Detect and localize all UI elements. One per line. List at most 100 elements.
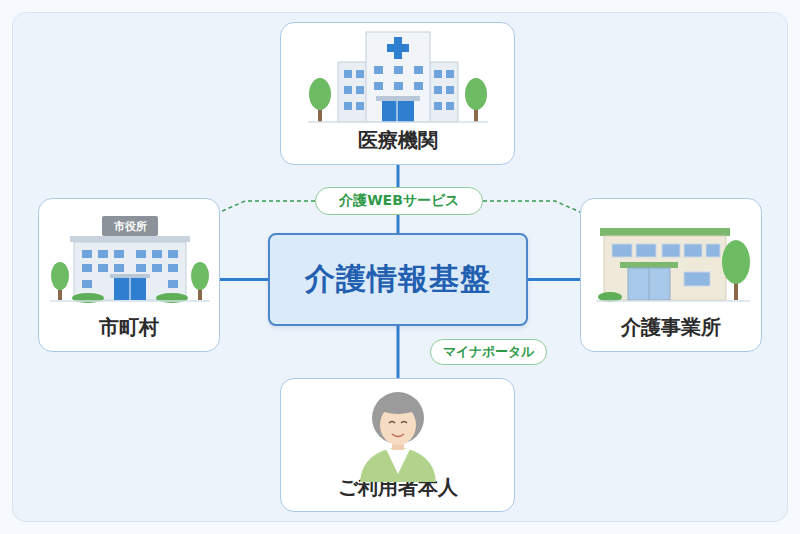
connector-line xyxy=(220,278,268,281)
city-hall-illustration-part xyxy=(82,250,178,288)
dashed-connector xyxy=(483,201,580,212)
dashed-connector xyxy=(220,201,315,212)
hospital-illustration-part xyxy=(428,62,458,122)
hub-title: 介護情報基盤 xyxy=(305,259,491,300)
hospital-illustration-part-part xyxy=(394,82,403,90)
city-hall-illustration-part xyxy=(58,282,62,300)
city-hall-illustration-part xyxy=(114,278,146,300)
node-label: 医療機関 xyxy=(358,127,438,154)
hospital-illustration-part-part xyxy=(414,82,423,90)
elderly-person-illustration-part xyxy=(389,422,395,424)
hospital-illustration-part-part xyxy=(394,66,403,74)
node-label: 介護WEBサービス xyxy=(339,192,459,210)
city-hall-illustration-part-part xyxy=(82,280,92,288)
hospital-illustration-part-part xyxy=(446,102,454,110)
hospital-illustration-part xyxy=(397,101,398,122)
hospital-illustration xyxy=(308,32,488,122)
care-facility-illustration-part xyxy=(598,292,622,302)
elderly-person-illustration-part xyxy=(386,449,410,474)
care-facility-illustration-part xyxy=(722,240,750,284)
hospital-illustration-part-part xyxy=(344,86,352,94)
hospital-illustration-part-part xyxy=(446,86,454,94)
hospital-illustration-part xyxy=(318,100,322,122)
hospital-illustration-part-part xyxy=(446,70,454,78)
hospital-illustration-part xyxy=(338,62,368,122)
city-hall-illustration-part xyxy=(51,262,69,290)
hospital-illustration-part-part xyxy=(374,82,383,90)
hospital-illustration-part-part xyxy=(434,86,442,94)
hospital-illustration-part-part xyxy=(374,66,383,74)
city-hall-illustration-part xyxy=(156,293,188,303)
elderly-person-illustration-part xyxy=(380,405,416,445)
edge-label: マイナポータル xyxy=(430,339,547,365)
city-hall-illustration-part-part xyxy=(82,264,92,272)
care-facility-illustration-part xyxy=(628,268,670,300)
elderly-person-illustration-part xyxy=(392,440,404,450)
hospital-illustration-part xyxy=(394,37,402,59)
care-facility-illustration-part xyxy=(596,300,750,302)
city-hall-illustration-part-part xyxy=(136,250,146,258)
care-facility-illustration-part-part xyxy=(612,244,632,257)
service-pill: 介護WEBサービス xyxy=(315,187,483,215)
city-hall-illustration-part xyxy=(74,242,186,300)
city-hall-illustration-part-part xyxy=(114,250,124,258)
city-hall-illustration-part-part xyxy=(98,250,108,258)
hospital-illustration-part xyxy=(366,32,430,122)
city-hall-illustration-part-part xyxy=(136,264,146,272)
care-facility-illustration-part xyxy=(734,276,738,300)
city-hall-illustration-part-part xyxy=(152,264,162,272)
care-facility-illustration-part xyxy=(600,228,730,236)
organization-box: 市町村 xyxy=(38,198,220,352)
elderly-person-illustration-part xyxy=(392,434,404,437)
node-label: 介護事業所 xyxy=(621,314,721,341)
elderly-person-illustration-part xyxy=(360,447,436,482)
care-facility-illustration-part-part xyxy=(706,244,720,257)
hospital-illustration-part-part xyxy=(414,66,423,74)
hospital-illustration-part xyxy=(474,100,478,122)
hospital-illustration-part-part xyxy=(344,70,352,78)
city-hall-illustration-part xyxy=(130,278,131,300)
city-hall-illustration-part-part xyxy=(114,264,124,272)
elderly-person-illustration-part xyxy=(377,396,419,414)
care-facility-illustration xyxy=(596,228,750,302)
city-hall-illustration-part xyxy=(70,236,190,242)
elderly-person-illustration-part xyxy=(401,422,407,424)
care-facility-illustration-part-part xyxy=(636,244,656,257)
elderly-person-illustration xyxy=(360,392,436,482)
connector-line xyxy=(528,278,580,281)
organization-box: 医療機関 xyxy=(280,22,515,165)
care-facility-illustration-part-part xyxy=(684,244,702,257)
hospital-illustration-part xyxy=(376,96,420,101)
care-facility-illustration-part-part xyxy=(662,244,680,257)
city-hall-illustration-part-part xyxy=(168,264,178,272)
care-facility-illustration-part xyxy=(612,244,720,286)
city-hall-illustration-part xyxy=(198,282,202,300)
elderly-person-illustration-part xyxy=(372,392,424,444)
hospital-illustration-part-part xyxy=(434,102,442,110)
hospital-illustration-part xyxy=(387,44,409,52)
hub-box: 介護情報基盤 xyxy=(268,233,528,326)
city-hall-illustration-part-part xyxy=(168,250,178,258)
hospital-illustration-part-part xyxy=(344,102,352,110)
hospital-illustration-part xyxy=(465,78,487,110)
node-label: 市町村 xyxy=(99,314,159,341)
organization-box: 介護事業所 xyxy=(580,198,762,352)
city-hall-illustration-part-part xyxy=(98,264,108,272)
hospital-illustration-part-part xyxy=(356,102,364,110)
city-hall-illustration-part xyxy=(72,293,104,303)
hospital-illustration-part-part xyxy=(356,70,364,78)
care-facility-illustration-part xyxy=(604,236,726,300)
node-label: ご利用者本人 xyxy=(338,474,458,501)
care-facility-illustration-part-part xyxy=(684,272,710,286)
city-hall-illustration-part-part xyxy=(82,250,92,258)
hospital-illustration-part xyxy=(308,121,488,123)
care-facility-illustration-part xyxy=(620,262,678,268)
person-box: ご利用者本人 xyxy=(280,378,515,512)
city-hall-illustration-part-part xyxy=(168,280,178,288)
connector-line xyxy=(397,326,400,378)
care-facility-illustration-part xyxy=(649,268,650,300)
city-hall-illustration-part-part xyxy=(152,250,162,258)
city-hall-illustration xyxy=(50,216,210,303)
hospital-illustration-part xyxy=(344,66,454,110)
hospital-illustration-part xyxy=(309,78,331,110)
